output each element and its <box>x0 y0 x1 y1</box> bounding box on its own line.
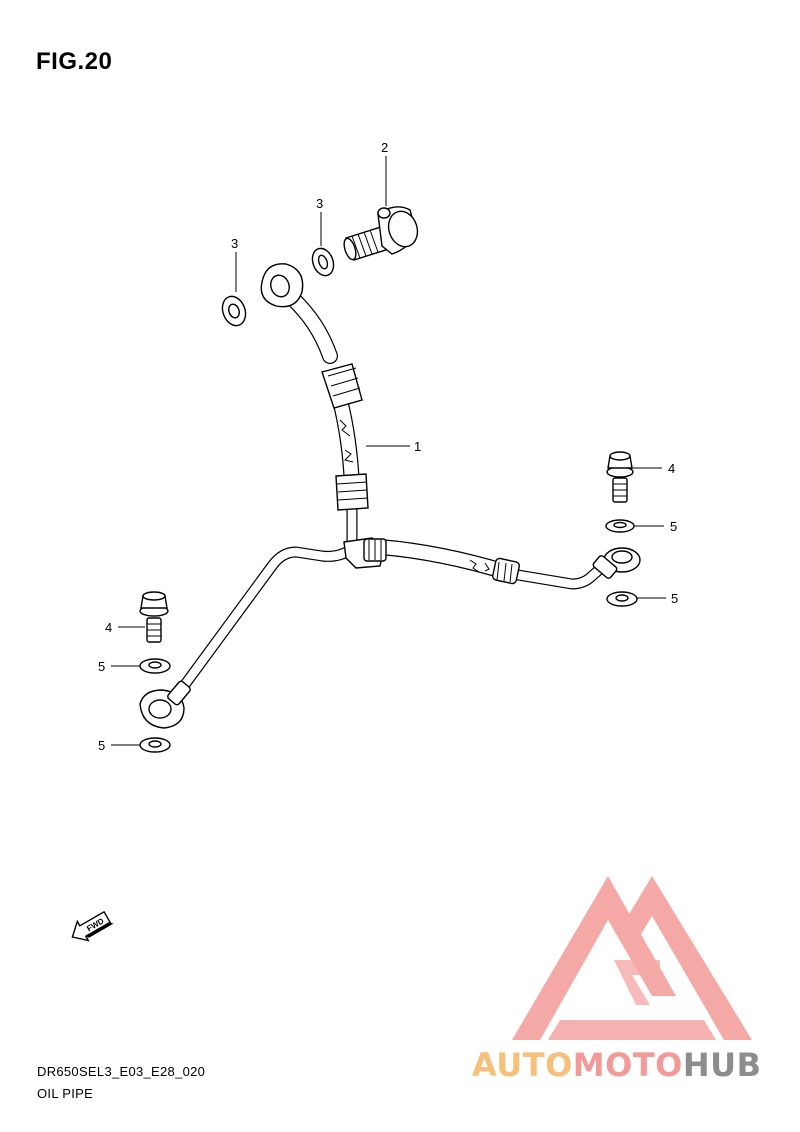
leader-lines <box>111 156 666 746</box>
main-hose <box>284 290 369 511</box>
callout-5-right-lower: 5 <box>671 591 678 606</box>
callout-5-left-upper: 5 <box>98 659 105 674</box>
upper-banjo-fitting <box>260 263 304 308</box>
bolt-4-left <box>139 591 169 643</box>
junction-block <box>343 537 387 569</box>
union-bolt <box>343 206 419 261</box>
right-banjo-fitting <box>592 547 641 579</box>
watermark-text: AUTOMOTOHUB <box>472 1046 762 1084</box>
callout-5-left-lower: 5 <box>98 738 105 753</box>
callout-5-right-upper: 5 <box>670 519 677 534</box>
left-pipe-rigid <box>172 544 356 700</box>
washer-5-right-upper <box>605 519 635 533</box>
left-banjo-fitting <box>139 680 191 729</box>
washer-5-left-upper <box>139 658 171 674</box>
fwd-arrow-icon: FWD <box>71 910 114 942</box>
right-hose <box>372 539 520 585</box>
washer-5-right-lower <box>606 591 638 607</box>
callout-3-lower: 3 <box>231 236 238 251</box>
callout-3-upper: 3 <box>316 196 323 211</box>
bolt-4-right <box>606 451 634 503</box>
washer-3-upper <box>311 247 335 277</box>
callout-1: 1 <box>414 439 421 454</box>
drawing-caption: OIL PIPE <box>37 1086 94 1101</box>
callout-2: 2 <box>381 140 388 155</box>
watermark-auto: AUTO <box>472 1046 573 1084</box>
figure-title: FIG.20 <box>36 48 113 75</box>
callout-4-left: 4 <box>105 620 112 635</box>
watermark-hub: HUB <box>682 1046 762 1084</box>
washer-5-left-lower <box>139 737 171 753</box>
drawing-code: DR650SEL3_E03_E28_020 <box>37 1064 206 1079</box>
washer-3-lower <box>221 295 247 327</box>
watermark-moto: MOTO <box>572 1046 683 1084</box>
right-pipe-rigid <box>512 556 614 590</box>
watermark-logo <box>512 876 752 1040</box>
callout-4-right: 4 <box>668 461 675 476</box>
